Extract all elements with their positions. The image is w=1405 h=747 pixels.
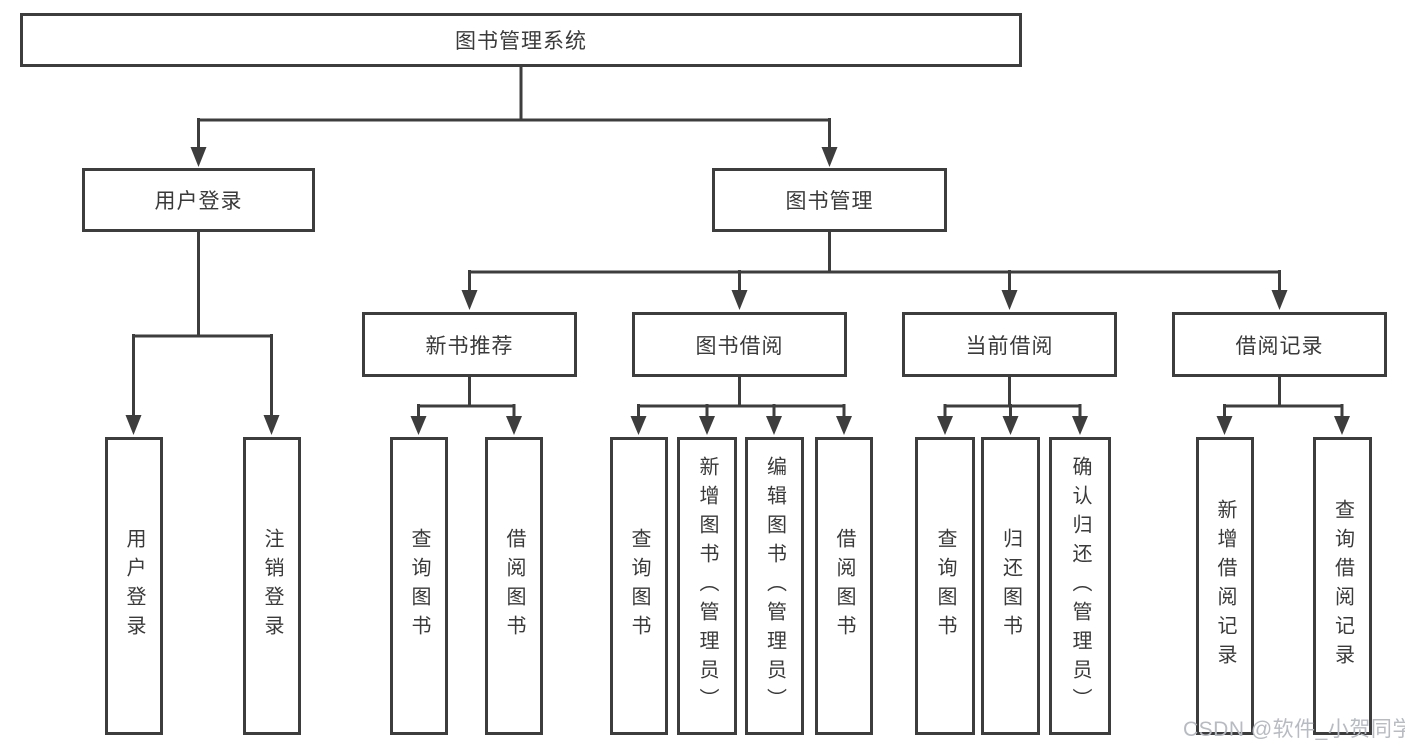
node-label: 图书管理	[785, 190, 874, 213]
node-leaf-query-current-book: 查询图书	[915, 437, 975, 735]
arrowhead	[836, 416, 852, 435]
arrowhead	[506, 416, 522, 435]
node-new-book-recommend: 新书推荐	[362, 312, 577, 377]
node-label: 用户登录	[154, 190, 243, 213]
arrowhead	[937, 416, 953, 435]
node-label: 查询借阅记录	[1331, 499, 1354, 673]
node-label: 查询图书	[628, 528, 650, 644]
node-leaf-add-book-admin: 新增图书（管理员）	[677, 437, 737, 735]
connector-root-to-level2	[190, 67, 838, 167]
node-user-login-module: 用户登录	[82, 168, 315, 232]
node-label: 查询图书	[408, 528, 430, 644]
node-label: 用户登录	[123, 528, 145, 644]
node-leaf-edit-book-admin: 编辑图书（管理员）	[745, 437, 804, 735]
arrowhead	[1216, 416, 1233, 435]
arrowhead	[125, 415, 142, 435]
node-label: 归还图书	[999, 528, 1022, 644]
node-leaf-user-login: 用户登录	[105, 437, 163, 735]
connector-new-book-children	[410, 377, 522, 435]
node-book-management-module: 图书管理	[712, 168, 947, 232]
node-leaf-return-book: 归还图书	[981, 437, 1040, 735]
node-label: 借阅图书	[503, 528, 525, 644]
arrowhead	[1271, 290, 1288, 310]
csdn-watermark: CSDN @软件_小贺同学	[1183, 718, 1405, 741]
node-current-borrow: 当前借阅	[902, 312, 1117, 377]
node-leaf-add-borrow-record: 新增借阅记录	[1196, 437, 1254, 735]
node-label: 借阅记录	[1235, 334, 1324, 358]
connector-borrow-record-children	[1216, 377, 1350, 435]
node-leaf-borrow-book-recommend: 借阅图书	[485, 437, 543, 735]
arrowhead	[1334, 416, 1350, 435]
arrowhead	[766, 416, 782, 435]
node-leaf-logout: 注销登录	[243, 437, 301, 735]
arrowhead	[190, 147, 207, 167]
node-label: 图书管理系统	[455, 30, 587, 53]
arrowhead	[461, 290, 478, 310]
node-leaf-query-borrow-record: 查询借阅记录	[1313, 437, 1372, 735]
node-leaf-query-book: 查询图书	[610, 437, 668, 735]
arrowhead	[263, 415, 280, 435]
node-label: 注销登录	[261, 528, 283, 644]
node-label: 确认归还（管理员）	[1069, 455, 1091, 717]
node-label: 编辑图书（管理员）	[763, 455, 786, 717]
node-leaf-confirm-return-admin: 确认归还（管理员）	[1049, 437, 1111, 735]
node-leaf-query-book-recommend: 查询图书	[390, 437, 448, 735]
node-label: 新增借阅记录	[1214, 499, 1236, 673]
connector-current-borrow-children	[937, 377, 1088, 435]
arrowhead	[1001, 290, 1018, 310]
arrowhead	[410, 416, 427, 435]
node-label: 借阅图书	[833, 528, 855, 644]
node-leaf-borrow-book: 借阅图书	[815, 437, 873, 735]
arrowhead	[630, 416, 647, 435]
node-label: 当前借阅	[965, 334, 1054, 358]
node-label: 查询图书	[934, 528, 956, 644]
node-book-borrow: 图书借阅	[632, 312, 847, 377]
arrowhead	[821, 147, 838, 167]
arrowhead	[731, 290, 748, 310]
node-borrow-record: 借阅记录	[1172, 312, 1387, 377]
node-label: 新书推荐	[425, 334, 514, 358]
node-label: 新增图书（管理员）	[696, 455, 718, 717]
arrowhead	[1002, 416, 1019, 435]
arrowhead	[1072, 416, 1088, 435]
connector-book-management-children	[461, 232, 1288, 310]
connector-book-borrow-children	[630, 377, 852, 435]
node-label: 图书借阅	[695, 334, 784, 358]
node-library-management-system: 图书管理系统	[20, 13, 1022, 67]
connector-user-login-children	[125, 232, 280, 435]
arrowhead	[699, 416, 715, 435]
